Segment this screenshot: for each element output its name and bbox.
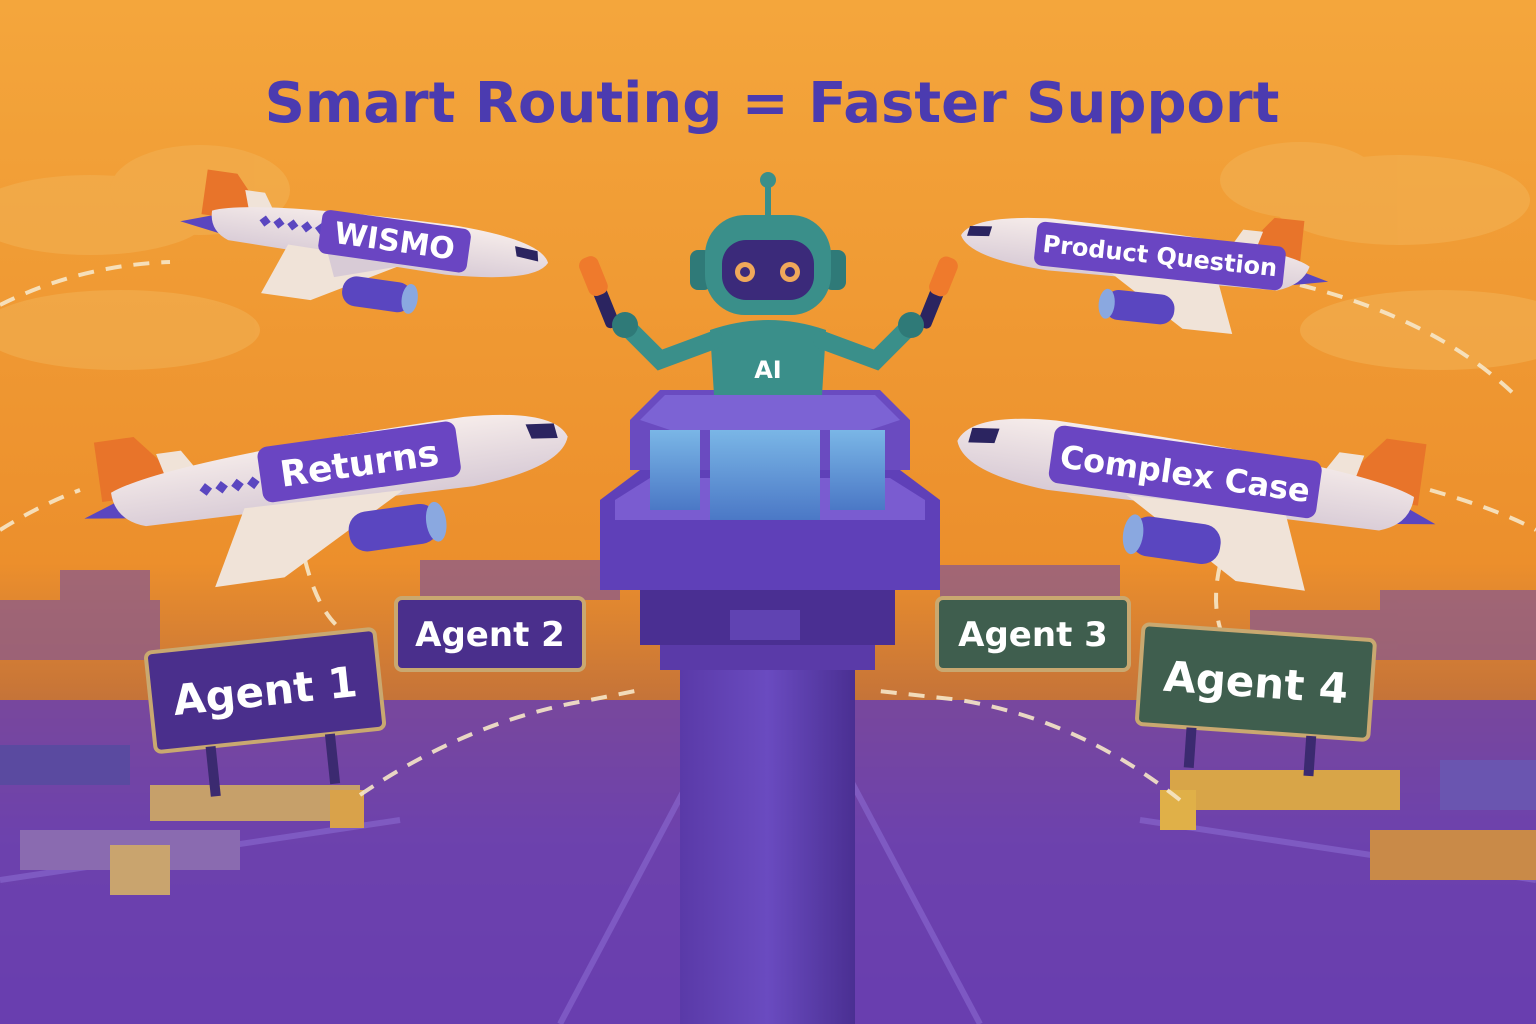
robot-label: AI <box>754 356 782 384</box>
plane-wismo: WISMO <box>180 169 549 314</box>
left-signal-paddle <box>579 256 620 329</box>
agent-sign-1: Agent 1 <box>144 627 387 797</box>
plane-complex-case: Complex Case <box>957 418 1436 591</box>
jet-bridge-left <box>0 745 364 895</box>
routing-paths <box>0 260 1536 802</box>
ai-robot: AI <box>579 172 958 395</box>
page-title: Smart Routing = Faster Support <box>265 71 1280 136</box>
plane-product-question: Product Question <box>961 217 1329 335</box>
agent-sign-4: Agent 4 <box>1135 622 1377 777</box>
agent-2-label: Agent 2 <box>415 615 565 655</box>
agent-3-label: Agent 3 <box>958 615 1108 655</box>
agent-sign-3: Agent 3 <box>935 596 1131 672</box>
jet-bridge-right <box>1160 760 1536 880</box>
control-tower <box>600 390 940 1024</box>
right-signal-paddle <box>917 256 958 329</box>
plane-returns: Returns <box>84 414 568 588</box>
agent-sign-2: Agent 2 <box>394 596 586 672</box>
